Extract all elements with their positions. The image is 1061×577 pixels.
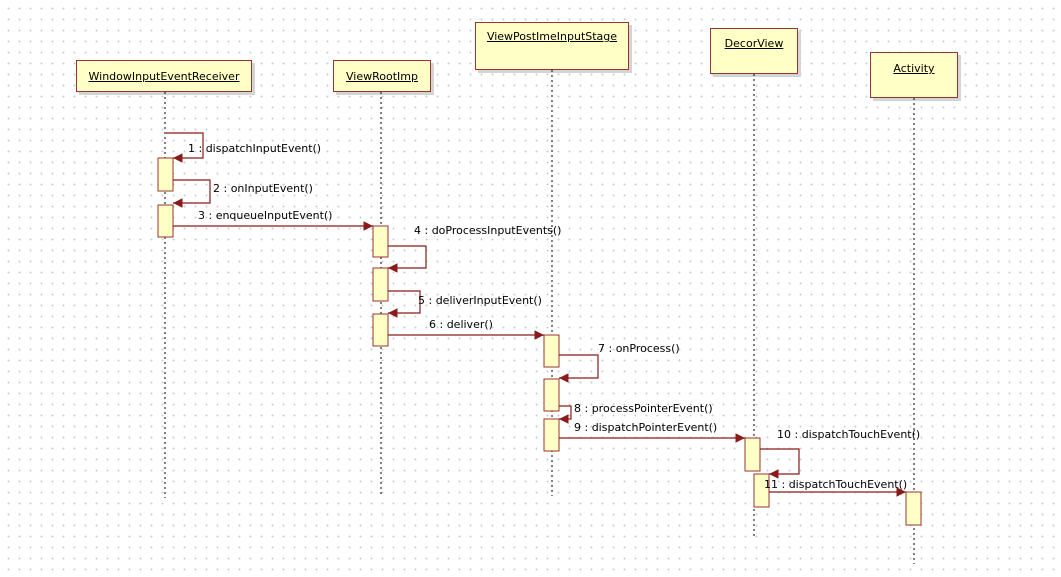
- activation-bar: [372, 313, 389, 347]
- message-label-1: 1 : dispatchInputEvent(): [188, 142, 321, 155]
- activation-bar: [372, 267, 389, 302]
- message-arrow-1[interactable]: [166, 132, 204, 163]
- lifeline-header-windowinputeventreceiver[interactable]: WindowInputEventReceiver: [76, 60, 252, 92]
- lifeline-name: DecorView: [724, 37, 784, 50]
- activation-bar: [157, 204, 174, 238]
- message-arrow-4[interactable]: [388, 245, 427, 273]
- activation-bar: [543, 418, 560, 452]
- lifeline-name: WindowInputEventReceiver: [88, 69, 240, 83]
- lifeline-header-viewrootimp[interactable]: ViewRootImp: [333, 60, 431, 92]
- message-label-6: 6 : deliver(): [429, 318, 493, 331]
- message-label-8: 8 : processPointerEvent(): [574, 402, 713, 415]
- message-arrow-7[interactable]: [559, 354, 599, 383]
- message-label-3: 3 : enqueueInputEvent(): [198, 209, 332, 222]
- activation-bar: [372, 225, 389, 258]
- message-label-5: 5 : deliverInputEvent(): [418, 294, 542, 307]
- activation-bar: [157, 157, 174, 192]
- message-arrow-8[interactable]: [559, 405, 572, 424]
- message-label-9: 9 : dispatchPointerEvent(): [574, 421, 717, 434]
- lifeline-header-activity[interactable]: Activity: [870, 52, 958, 98]
- activation-bar: [744, 437, 761, 472]
- lifeline-name: ViewPostImeInputStage: [486, 30, 618, 43]
- activation-bar: [543, 334, 560, 368]
- message-arrow-2[interactable]: [173, 179, 211, 208]
- lifeline-name: ViewRootImp: [346, 69, 418, 83]
- message-label-10: 10 : dispatchTouchEvent(): [777, 428, 920, 441]
- message-label-2: 2 : onInputEvent(): [213, 182, 313, 195]
- message-arrow-5[interactable]: [388, 290, 421, 318]
- activation-bar: [905, 491, 922, 526]
- lifeline-header-decorview[interactable]: DecorView: [710, 28, 798, 74]
- message-label-7: 7 : onProcess(): [598, 342, 680, 355]
- message-label-11: 11 : dispatchTouchEvent(): [764, 478, 907, 491]
- lifeline-name: Activity: [893, 62, 935, 75]
- message-arrow-10[interactable]: [760, 448, 800, 479]
- activation-bar: [753, 473, 770, 508]
- message-label-4: 4 : doProcessInputEvents(): [414, 224, 561, 237]
- activation-bar: [543, 378, 560, 412]
- lifeline-header-viewpostimeinputstage[interactable]: ViewPostImeInputStage: [475, 22, 629, 70]
